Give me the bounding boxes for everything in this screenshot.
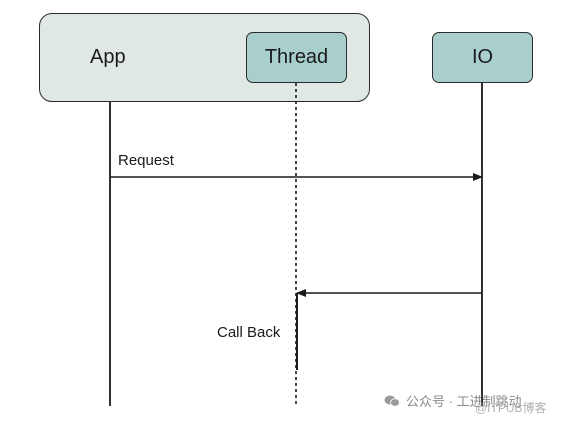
request-label: Request <box>118 152 174 169</box>
watermark-sub: @ITPUB博客 <box>475 401 547 415</box>
thread-label: Thread <box>264 46 329 68</box>
callback-label: Call Back <box>217 324 281 341</box>
watermark-text: 公众号 · 工进制跳动 <box>406 394 522 409</box>
app-label: App <box>90 46 126 68</box>
watermark: 公众号 · 工进制跳动 <box>384 391 522 410</box>
thread-box: Thread <box>246 32 347 83</box>
wechat-icon <box>384 395 400 407</box>
io-label: IO <box>471 46 494 68</box>
io-box: IO <box>432 32 533 83</box>
